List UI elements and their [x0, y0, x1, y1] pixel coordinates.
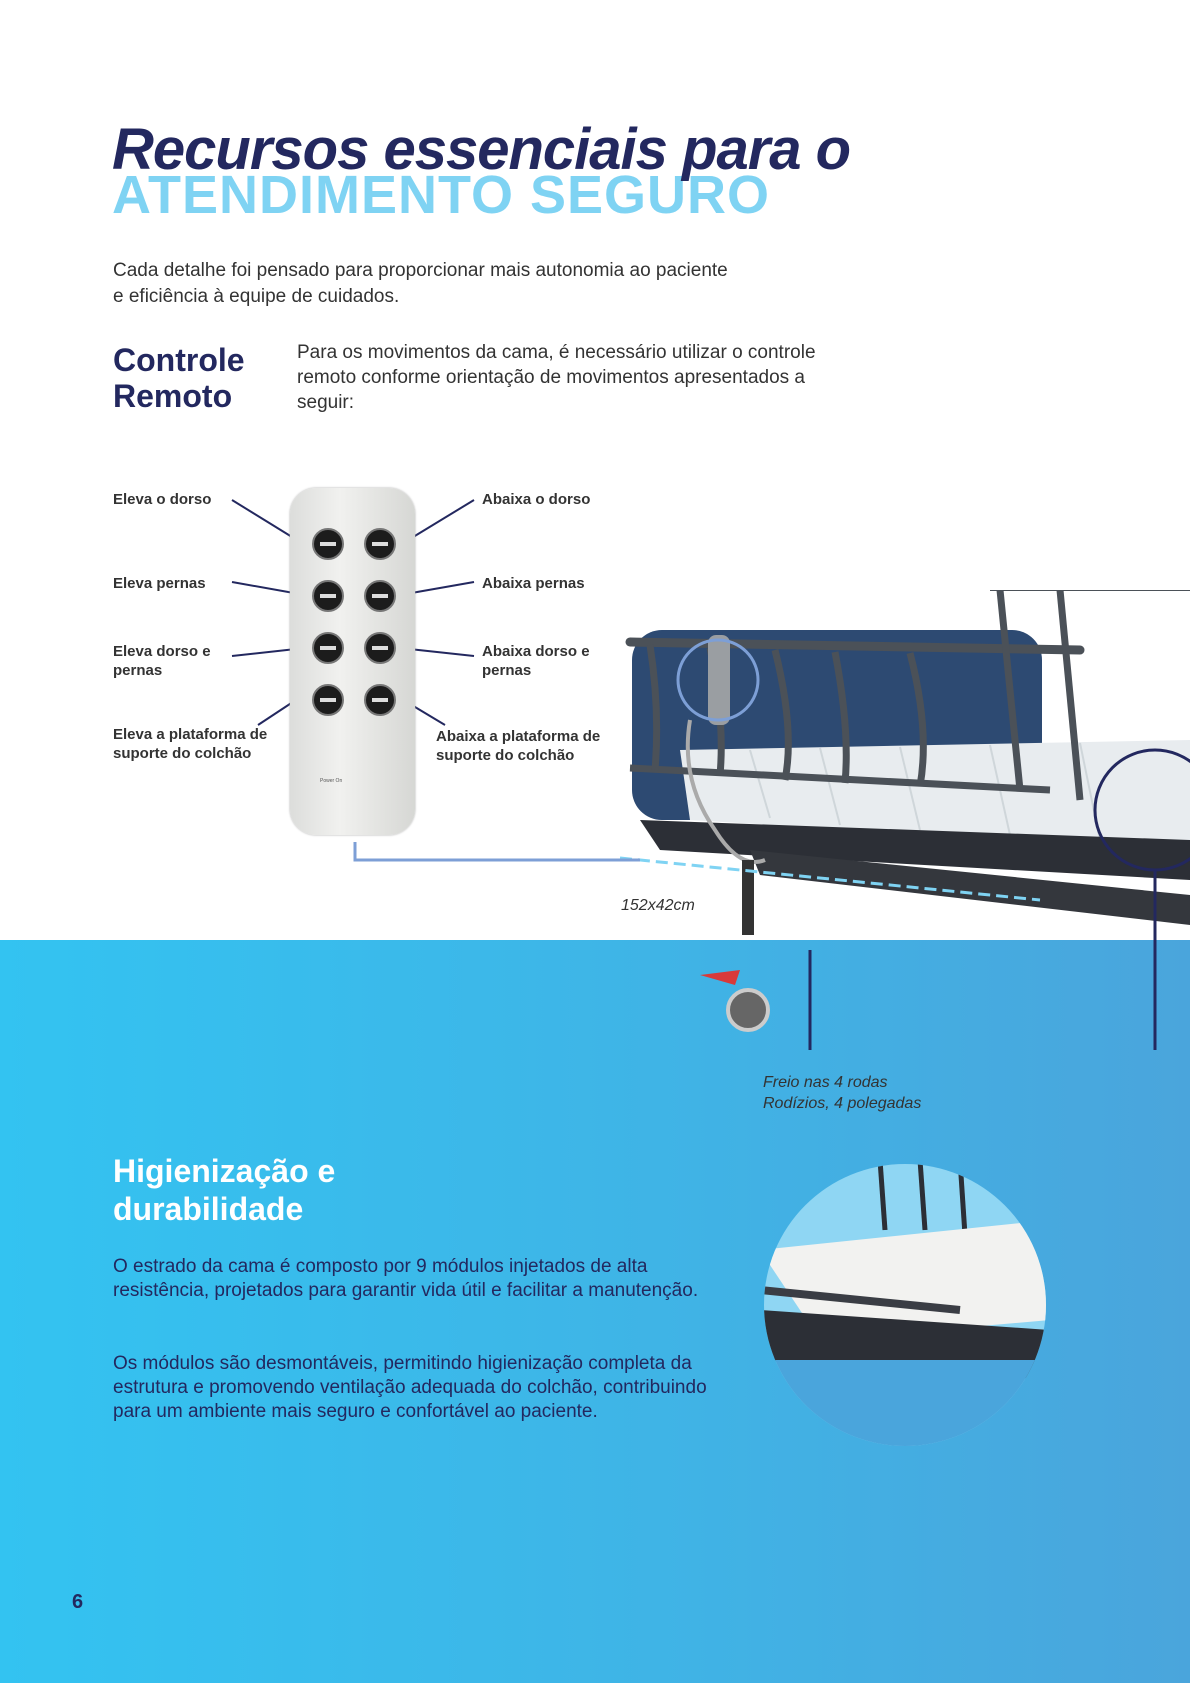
- lower-legs-button-icon: [364, 580, 396, 612]
- raise-back-legs-button-icon: [312, 632, 344, 664]
- remote-description: Para os movimentos da cama, é necessário…: [297, 342, 816, 413]
- label-raise-back: Eleva o dorso: [113, 491, 212, 508]
- hygiene-paragraph-1: O estrado da cama é composto por 9 módul…: [113, 1256, 699, 1301]
- hospital-bed-image: [619, 590, 1190, 1050]
- page-title-line2: ATENDIMENTO SEGURO: [112, 165, 771, 225]
- label-lower-back: Abaixa o dorso: [482, 491, 591, 508]
- hygiene-heading-line1: Higienização e: [113, 1153, 336, 1189]
- hygiene-paragraph-2: Os módulos são desmontáveis, permitindo …: [113, 1353, 707, 1422]
- wheels-caption-line1: Freio nas 4 rodas: [763, 1074, 888, 1091]
- remote-heading: Controle Remoto: [113, 342, 245, 414]
- label-raise-back-legs: Eleva dorso e pernas: [113, 643, 211, 679]
- remote-heading-line1: Controle: [113, 342, 245, 378]
- wheels-caption-line2: Rodízios, 4 polegadas: [763, 1095, 922, 1112]
- lower-back-button-icon: [364, 528, 396, 560]
- power-on-label: Power On: [320, 778, 343, 784]
- raise-platform-button-icon: [312, 684, 344, 716]
- slats-detail-image: [764, 1164, 1046, 1446]
- remote-heading-line2: Remoto: [113, 378, 233, 414]
- page-title-line1: Recursos essenciais para o: [112, 117, 851, 182]
- label-lower-legs: Abaixa pernas: [482, 575, 585, 592]
- intro-text: Cada detalhe foi pensado para proporcion…: [113, 260, 728, 307]
- remote-control-image: Power On: [290, 488, 415, 835]
- lower-back-legs-button-icon: [364, 632, 396, 664]
- bed-dimension: 152x42cm: [621, 897, 695, 914]
- label-lower-platform: Abaixa a plataforma de suporte do colchã…: [436, 728, 601, 764]
- hygiene-heading: Higienização e durabilidade: [113, 1152, 335, 1228]
- label-raise-legs: Eleva pernas: [113, 575, 206, 592]
- raise-back-button-icon: [312, 528, 344, 560]
- lower-platform-button-icon: [364, 684, 396, 716]
- page-number: 6: [72, 1591, 84, 1613]
- raise-legs-button-icon: [312, 580, 344, 612]
- hygiene-heading-line2: durabilidade: [113, 1191, 304, 1227]
- label-lower-back-legs: Abaixa dorso e pernas: [482, 643, 590, 679]
- label-raise-platform: Eleva a plataforma de suporte do colchão: [113, 726, 268, 762]
